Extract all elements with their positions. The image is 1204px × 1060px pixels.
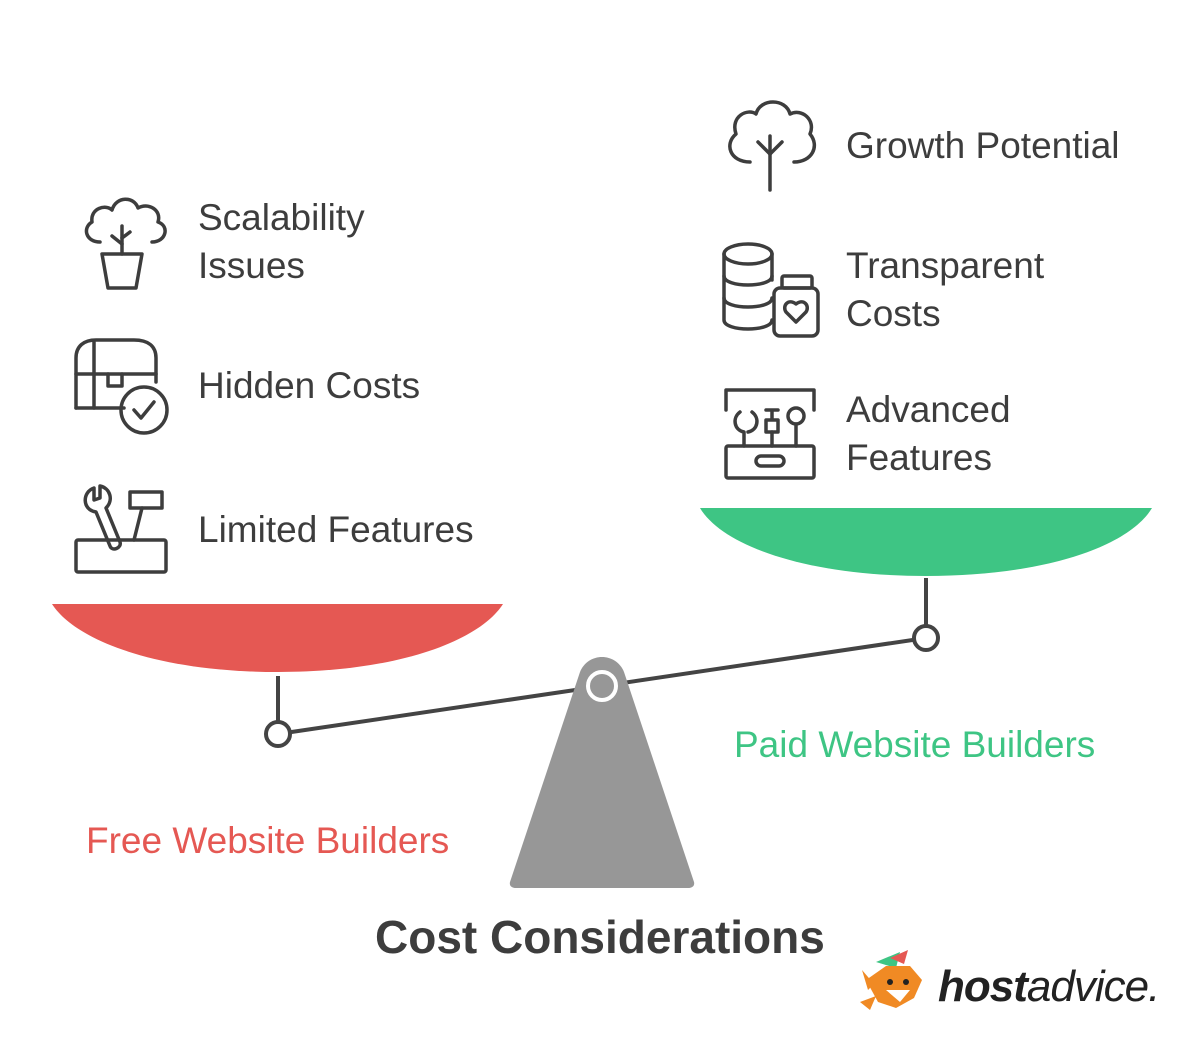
paid-pan bbox=[700, 508, 1152, 576]
toolbox-icon bbox=[72, 484, 172, 576]
item-label-limited-features: Limited Features bbox=[198, 509, 474, 550]
fulcrum bbox=[509, 657, 695, 888]
free-side-label: Free Website Builders bbox=[86, 820, 450, 861]
item-label-advanced-features: Advanced Features bbox=[846, 389, 1011, 478]
coins-jar-icon bbox=[722, 242, 822, 342]
tree-icon bbox=[722, 98, 818, 194]
item-label-hidden-costs: Hidden Costs bbox=[198, 365, 421, 406]
fox-mascot-icon bbox=[856, 950, 936, 1020]
fulcrum-pivot bbox=[586, 670, 618, 702]
diagram-title: Cost Considerations bbox=[375, 911, 825, 963]
item-label-growth-potential: Growth Potential bbox=[846, 125, 1120, 166]
tool-kit-icon bbox=[722, 386, 822, 484]
treasure-chest-check-icon bbox=[72, 338, 172, 438]
free-pan bbox=[52, 604, 503, 672]
item-label-scalability: Scalability Issues bbox=[198, 197, 365, 286]
brand-logo-text: hostadvice. bbox=[938, 962, 1160, 1011]
item-label-transparent-costs: Transparent Costs bbox=[846, 245, 1045, 334]
potted-plant-icon bbox=[72, 192, 172, 292]
right-pan-joint bbox=[912, 624, 940, 652]
left-pan-joint bbox=[264, 720, 292, 748]
paid-side-label: Paid Website Builders bbox=[734, 724, 1096, 765]
